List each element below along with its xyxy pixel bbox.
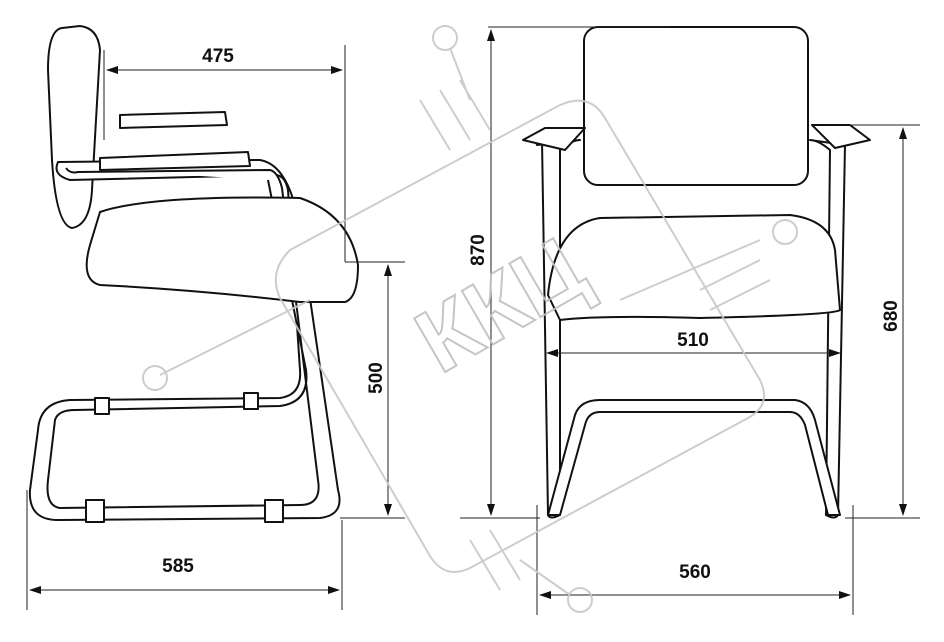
foot-clip (264, 499, 284, 523)
front-dimensions: 870 510 680 560 (460, 26, 920, 615)
dim-overall-width: 560 (679, 562, 711, 583)
backrest-front (583, 26, 809, 186)
base-crossbar (547, 399, 841, 516)
dim-armrest-height: 680 (881, 300, 902, 332)
side-view-chair (28, 25, 359, 523)
dim-seat-width: 510 (677, 330, 709, 351)
dim-seat-height: 500 (366, 362, 387, 394)
dim-overall-depth: 585 (162, 556, 194, 577)
dim-seat-depth: 475 (202, 46, 234, 67)
armrest-side (99, 151, 251, 171)
side-dimensions: 475 500 585 (26, 45, 405, 610)
foot-clip (243, 392, 259, 410)
backrest-side (47, 25, 101, 229)
foot-clip (85, 499, 105, 523)
dim-overall-height: 870 (468, 234, 489, 266)
foot-clip (94, 397, 110, 415)
seat-side (85, 196, 359, 303)
armrest-side-top (119, 111, 228, 129)
armrest-left-front (522, 127, 586, 151)
armrest-right-front (811, 124, 871, 149)
right-leg-tube (809, 139, 846, 519)
